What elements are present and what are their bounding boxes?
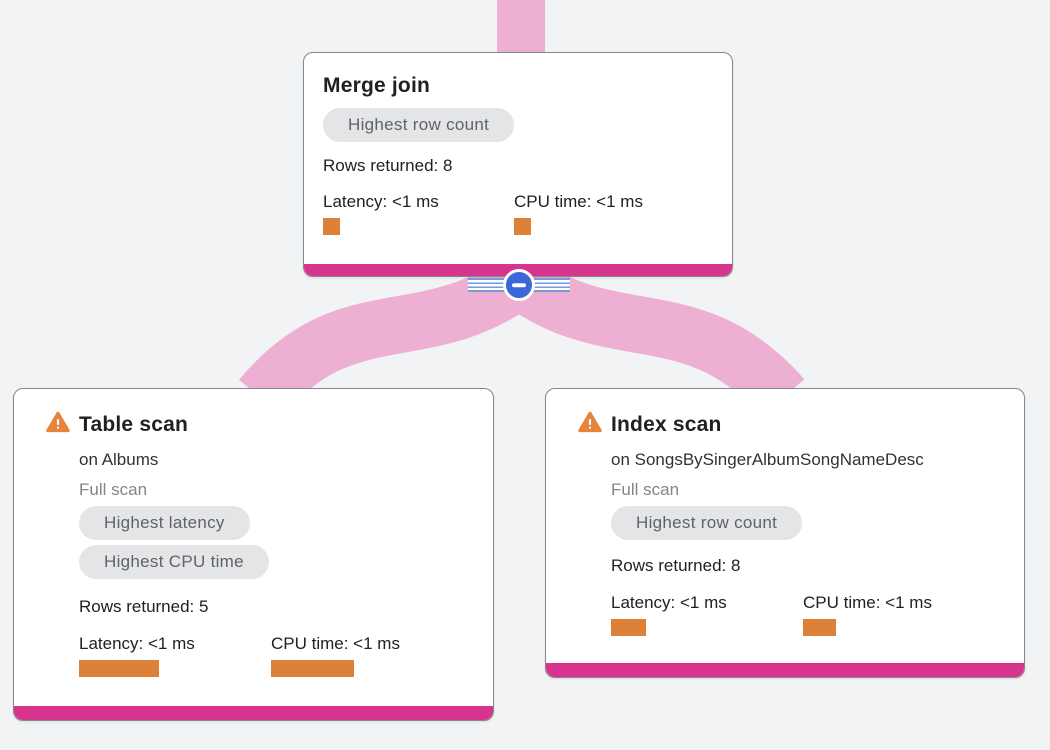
edge-to-table-scan <box>239 256 537 417</box>
edge-to-index-scan <box>501 256 805 418</box>
latency-metric: Latency: <1 ms <box>611 592 803 636</box>
edge-from-parent <box>497 0 545 56</box>
latency-bar <box>323 218 340 235</box>
cpu-bar <box>803 619 836 636</box>
badge-highest-latency: Highest latency <box>79 506 250 540</box>
metrics-row: Latency: <1 ms CPU time: <1 ms <box>323 191 732 235</box>
node-title: Table scan <box>79 413 188 436</box>
collapse-children-button[interactable] <box>503 269 535 301</box>
badge-highest-row-count: Highest row count <box>323 108 515 142</box>
latency-metric: Latency: <1 ms <box>79 633 271 677</box>
cpu-metric: CPU time: <1 ms <box>514 191 705 235</box>
badge-list: Highest latency Highest CPU time <box>79 506 493 584</box>
latency-metric: Latency: <1 ms <box>323 191 514 235</box>
badge-highest-row-count: Highest row count <box>611 506 803 540</box>
plan-node-table-scan[interactable]: Table scan on Albums Full scan Highest l… <box>13 388 494 721</box>
metrics-row: Latency: <1 ms CPU time: <1 ms <box>611 592 1024 636</box>
scan-target: on Albums <box>79 450 159 469</box>
scan-type: Full scan <box>611 480 680 499</box>
node-title: Index scan <box>611 413 722 436</box>
node-footer-bar <box>546 663 1024 677</box>
metrics-row: Latency: <1 ms CPU time: <1 ms <box>79 633 493 677</box>
cpu-metric: CPU time: <1 ms <box>271 633 463 677</box>
latency-label: Latency: <1 ms <box>323 192 439 211</box>
plan-node-merge-join[interactable]: Merge join Highest row count Rows return… <box>303 52 733 277</box>
latency-bar <box>611 619 646 636</box>
badge-highest-cpu-time: Highest CPU time <box>79 545 269 579</box>
cpu-bar <box>514 218 531 235</box>
cpu-label: CPU time: <1 ms <box>514 192 643 211</box>
rows-returned: Rows returned: 5 <box>79 597 209 616</box>
rows-returned: Rows returned: 8 <box>323 156 453 175</box>
rows-returned: Rows returned: 8 <box>611 556 741 575</box>
warning-icon <box>46 411 70 433</box>
badge-list: Highest row count <box>323 108 732 147</box>
latency-bar <box>79 660 159 677</box>
cpu-metric: CPU time: <1 ms <box>803 592 995 636</box>
badge-list: Highest row count <box>611 506 1024 545</box>
warning-icon <box>578 411 602 433</box>
minus-icon <box>512 283 526 287</box>
node-title: Merge join <box>323 74 431 97</box>
latency-label: Latency: <1 ms <box>611 593 727 612</box>
cpu-label: CPU time: <1 ms <box>803 593 932 612</box>
scan-type: Full scan <box>79 480 148 499</box>
cpu-bar <box>271 660 354 677</box>
cpu-label: CPU time: <1 ms <box>271 634 400 653</box>
scan-target: on SongsBySingerAlbumSongNameDesc <box>611 450 924 469</box>
latency-label: Latency: <1 ms <box>79 634 195 653</box>
plan-node-index-scan[interactable]: Index scan on SongsBySingerAlbumSongName… <box>545 388 1025 678</box>
node-footer-bar <box>14 706 493 720</box>
